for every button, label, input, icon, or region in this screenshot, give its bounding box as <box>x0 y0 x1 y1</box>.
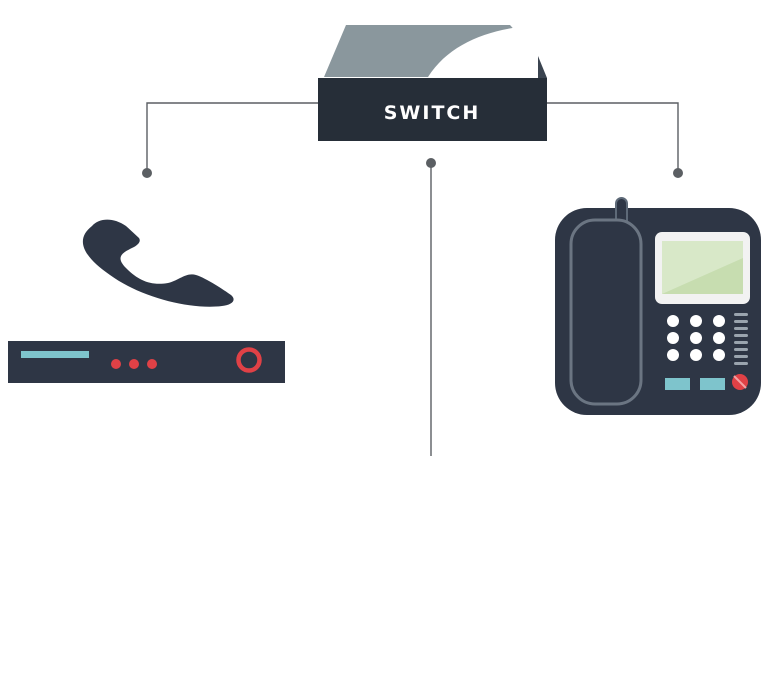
hangup-button-slash <box>733 375 747 389</box>
gateway-power-ring <box>236 347 262 373</box>
grille-bar <box>734 313 748 316</box>
desk-phone-speaker-grille <box>734 313 748 365</box>
switch-body <box>318 78 547 141</box>
desk-phone-icon <box>555 197 761 415</box>
switch-label: SWITCH <box>384 102 481 124</box>
voip-gateway-icon <box>8 341 285 383</box>
node-left <box>142 168 152 178</box>
desk-phone-hangup-button <box>732 374 748 390</box>
gateway-led-2 <box>129 359 139 369</box>
desk-phone-receiver <box>569 218 643 406</box>
keypad-key <box>690 315 702 327</box>
keypad-key <box>667 332 679 344</box>
grille-bar <box>734 348 748 351</box>
keypad-key <box>690 349 702 361</box>
handset-shape <box>82 219 234 307</box>
keypad-key <box>713 332 725 344</box>
grille-bar <box>734 320 748 323</box>
gateway-body <box>8 341 285 383</box>
keypad-key <box>713 315 725 327</box>
grille-bar <box>734 327 748 330</box>
link-left <box>146 102 318 172</box>
grille-bar <box>734 334 748 337</box>
keypad-key <box>667 349 679 361</box>
switch-side-edge <box>538 56 547 78</box>
gateway-led-3 <box>147 359 157 369</box>
connection-nodes <box>142 158 683 178</box>
keypad-key <box>667 315 679 327</box>
keypad-key <box>690 332 702 344</box>
desk-phone-keypad <box>667 315 725 361</box>
gateway-display-bar <box>21 351 89 358</box>
gateway-led-1 <box>111 359 121 369</box>
grille-bar <box>734 341 748 344</box>
grille-bar <box>734 355 748 358</box>
grille-bar <box>734 362 748 365</box>
connection-lines <box>146 102 679 456</box>
node-center <box>426 158 436 168</box>
switch-top-curl <box>428 25 538 77</box>
desk-phone-function-key-1 <box>665 378 690 390</box>
keypad-key <box>713 349 725 361</box>
network-switch-icon: SWITCH <box>318 25 547 141</box>
desk-phone-function-key-2 <box>700 378 725 390</box>
desk-phone-screen-shade <box>662 258 743 294</box>
node-right <box>673 168 683 178</box>
link-right <box>547 102 679 172</box>
phone-handset-icon <box>82 219 234 307</box>
